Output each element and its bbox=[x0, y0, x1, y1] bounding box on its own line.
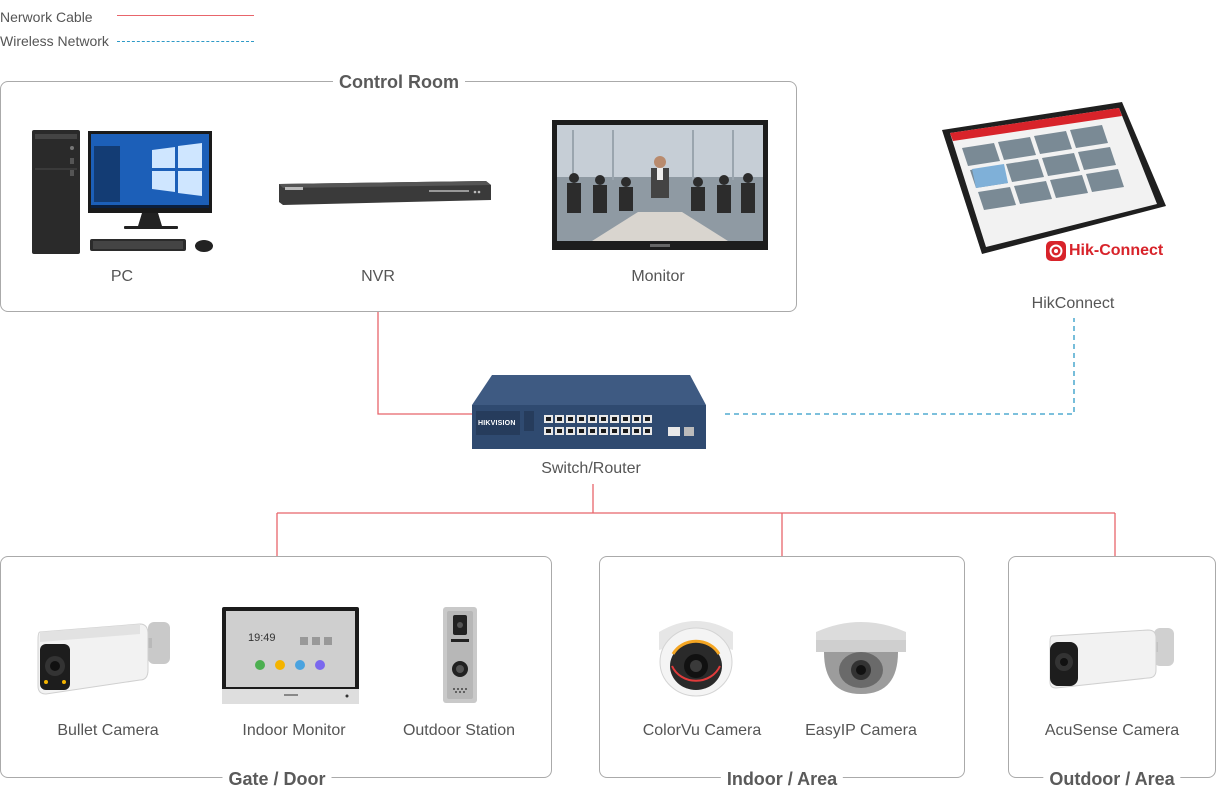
hikconnect-tablet-icon bbox=[942, 102, 1166, 264]
wire-control-room-to-switch bbox=[377, 312, 475, 415]
pc-label: PC bbox=[110, 268, 134, 285]
indoor-area-title: Indoor / Area bbox=[720, 769, 844, 789]
legend-cable-label: Nerwork Cable bbox=[0, 9, 93, 25]
monitor-icon bbox=[552, 120, 768, 250]
bullet-camera-label: Bullet Camera bbox=[57, 722, 159, 739]
indoor-monitor-icon bbox=[222, 607, 359, 704]
colorvu-camera-label: ColorVu Camera bbox=[642, 722, 762, 739]
legend-wireless-line bbox=[117, 41, 254, 42]
hik-connect-logo-text: Hik-Connect bbox=[1069, 242, 1164, 259]
outdoor-area-title: Outdoor / Area bbox=[1043, 769, 1181, 789]
gate-door-title: Gate / Door bbox=[222, 769, 332, 789]
easyip-camera-label: EasyIP Camera bbox=[805, 722, 917, 739]
switch-label: Switch/Router bbox=[541, 460, 641, 477]
hikconnect-label: HikConnect bbox=[1031, 295, 1115, 312]
indoor-monitor-label: Indoor Monitor bbox=[242, 722, 346, 739]
easyip-camera-icon bbox=[814, 614, 908, 696]
indoor-monitor-clock: 19:49 bbox=[248, 632, 276, 644]
switch-icon bbox=[472, 375, 708, 451]
pc-icon bbox=[32, 128, 214, 254]
hik-connect-logo-icon bbox=[1046, 241, 1066, 261]
indoor-area-box bbox=[599, 556, 965, 778]
wireless-switch-to-hikconnect bbox=[725, 318, 1075, 415]
nvr-icon bbox=[279, 181, 492, 206]
legend-cable-line bbox=[117, 15, 254, 16]
nvr-label: NVR bbox=[361, 268, 395, 285]
bullet-camera-icon bbox=[36, 620, 172, 696]
outdoor-station-icon bbox=[443, 607, 477, 703]
outdoor-station-label: Outdoor Station bbox=[402, 722, 516, 739]
acusense-camera-label: AcuSense Camera bbox=[1044, 722, 1180, 739]
monitor-label: Monitor bbox=[631, 268, 685, 285]
acusense-camera-icon bbox=[1048, 626, 1176, 690]
switch-hikvision-logo: HIKVISION bbox=[478, 420, 516, 427]
colorvu-camera-icon bbox=[655, 610, 737, 698]
legend-wireless-label: Wireless Network bbox=[0, 33, 109, 49]
control-room-title: Control Room bbox=[333, 72, 465, 92]
